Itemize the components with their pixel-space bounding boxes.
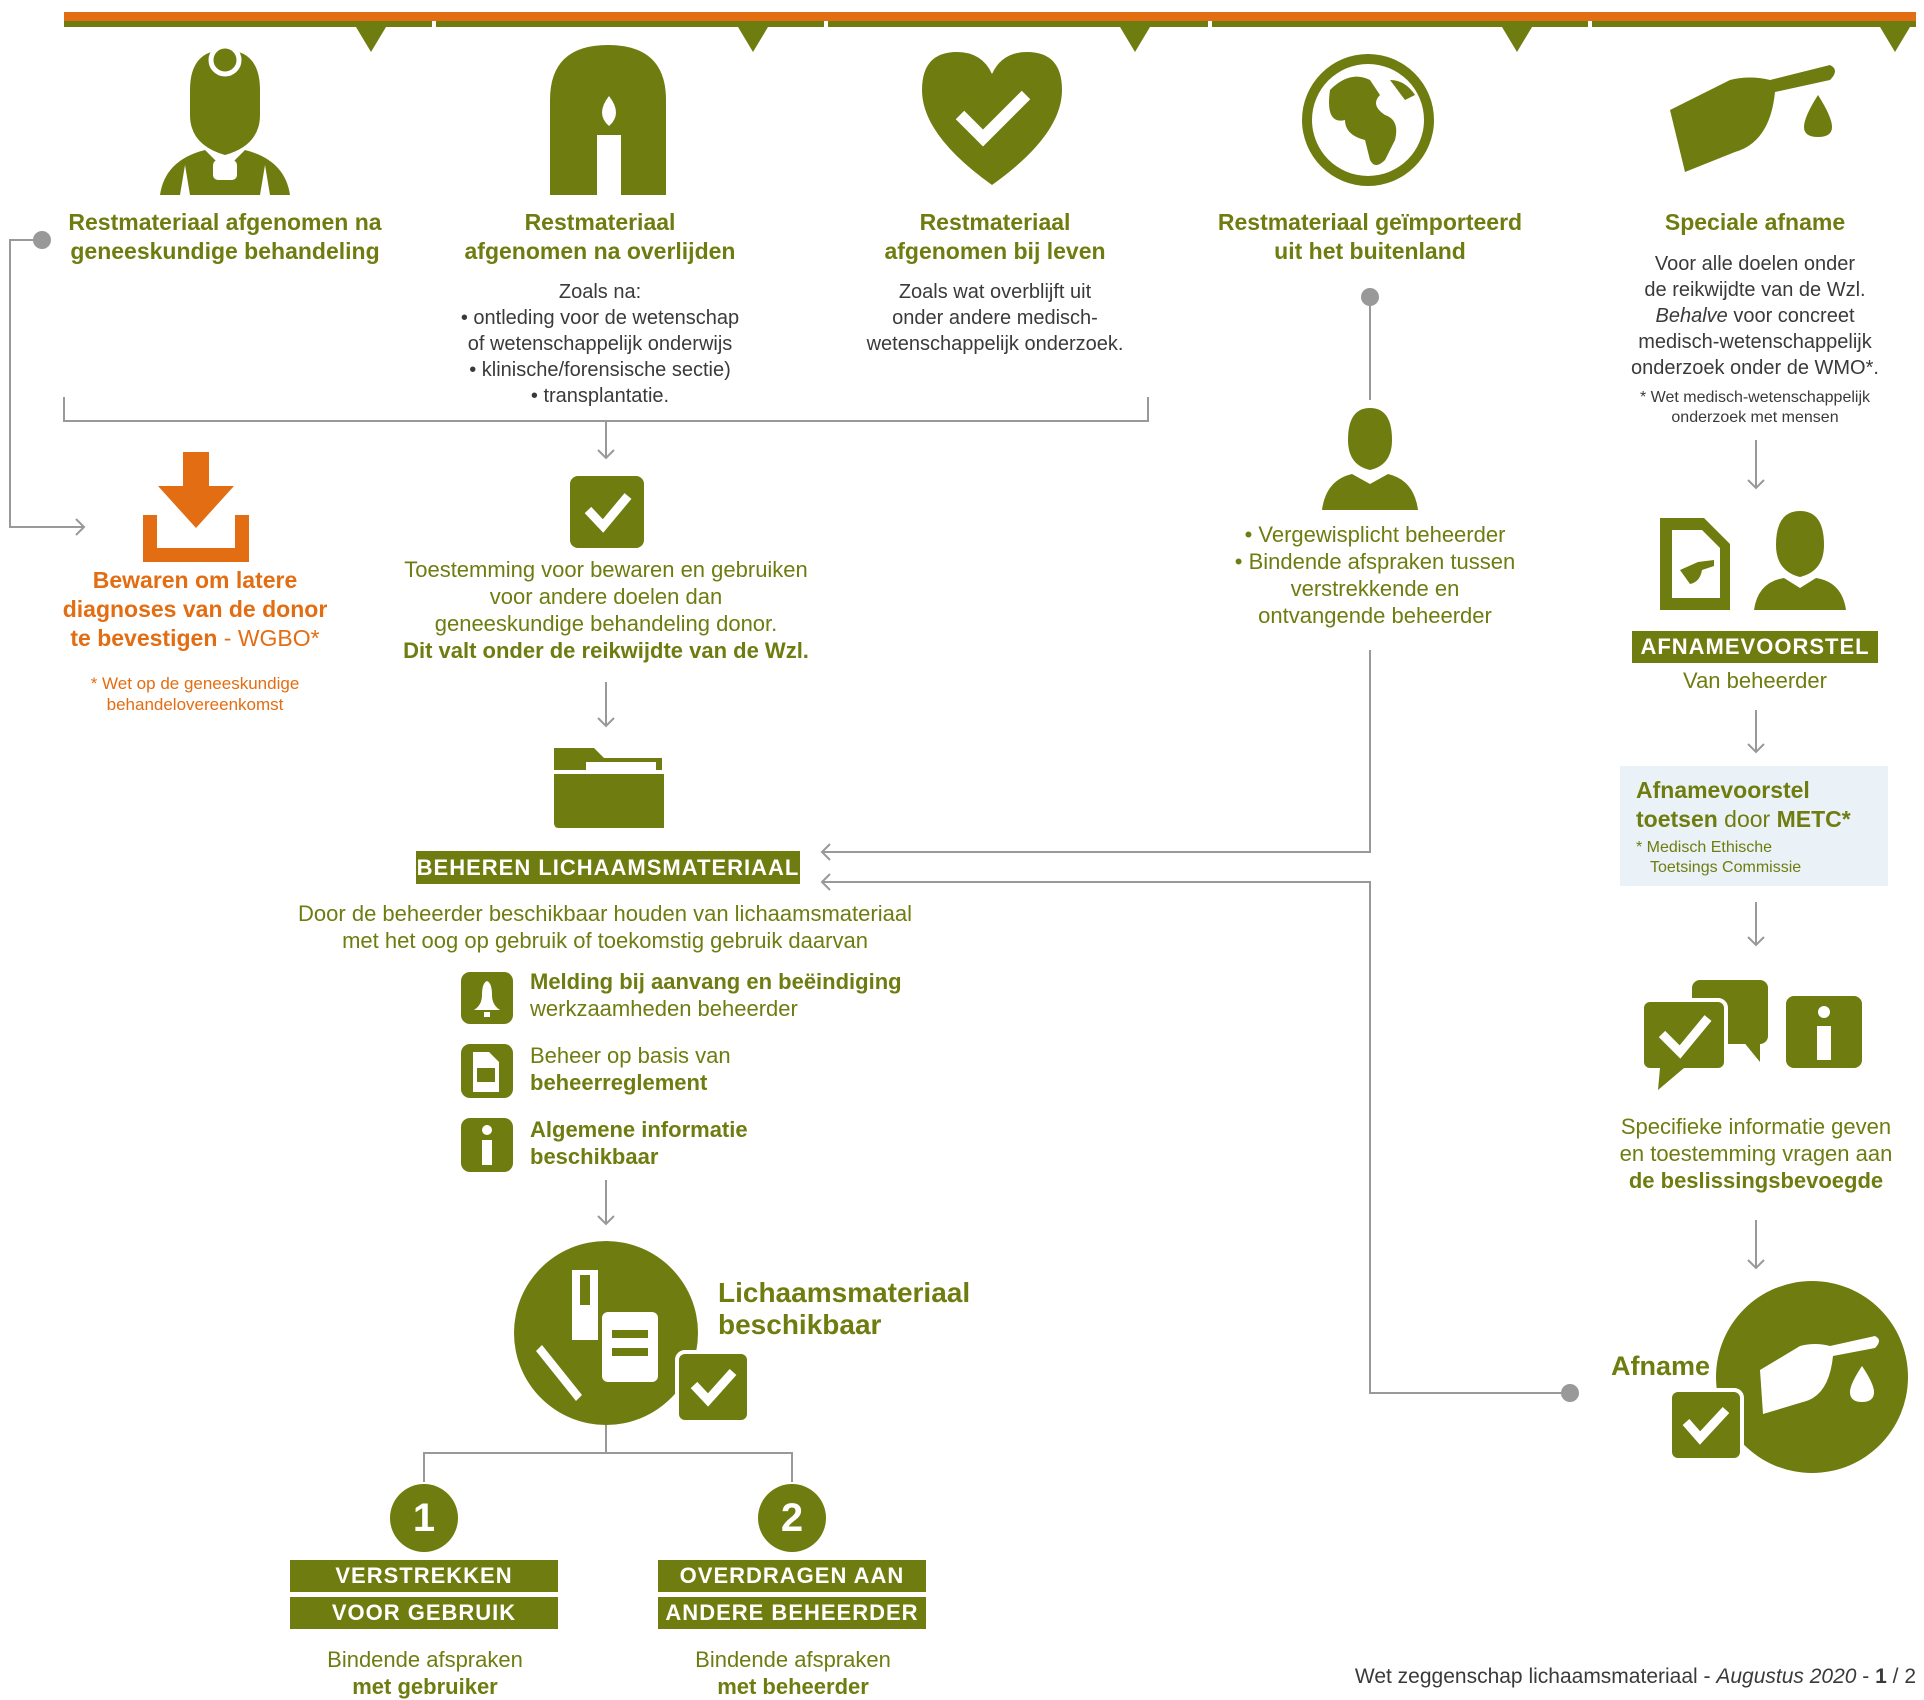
heart-check-icon: [922, 52, 1062, 185]
footer: Wet zeggenschap lichaamsmateriaal - Augu…: [1354, 1665, 1916, 1688]
globe-icon: [1302, 54, 1434, 186]
option-2-label-2: ANDERE BEHEERDER: [658, 1597, 926, 1629]
option-1-label-2: VOOR GEBRUIK: [290, 1597, 558, 1629]
column-5-title: Speciale afname: [1664, 209, 1846, 235]
proposal-label: AFNAMEVOORSTEL: [1632, 631, 1878, 663]
info-square-icon: [1786, 996, 1862, 1068]
import-text: • Vergewisplicht beheerder• Bindende afs…: [1234, 522, 1516, 628]
top-bar: [64, 12, 1916, 52]
proposal-document-icon: [1660, 518, 1730, 610]
info-icon: [461, 1118, 513, 1172]
proposal-person-icon: [1754, 511, 1846, 610]
bell-icon: [461, 972, 513, 1024]
proposal-sub: Van beheerder: [1683, 668, 1827, 693]
checkbox-icon: [570, 476, 644, 548]
chat-check-icon: [1640, 980, 1768, 1090]
person-icon: [1322, 408, 1418, 510]
folder-icon: [554, 748, 664, 828]
option-1-label-1: VERSTREKKEN: [290, 1560, 558, 1592]
afname-icon: [1668, 1281, 1908, 1473]
candle-icon: [550, 45, 666, 195]
option-1-number: 1: [412, 1496, 436, 1540]
metc-text: Afnamevoorstel toetsen door METC*: [1636, 777, 1851, 832]
option-2-circle: [758, 1484, 826, 1552]
option-1-circle: [390, 1484, 458, 1552]
afname-label: Afname: [1610, 1351, 1710, 1381]
manage-label: BEHEREN LICHAAMSMATERIAAL: [416, 851, 800, 884]
manage-desc: Door de beheerder beschikbaar houden van…: [298, 901, 912, 953]
document-icon: [461, 1044, 513, 1098]
finger-drop-icon: [1670, 65, 1835, 172]
restmateriaal-bracket: [9, 231, 1149, 536]
materials-icon: [514, 1241, 751, 1425]
option-2-number: 2: [780, 1496, 804, 1540]
download-icon: [143, 452, 249, 562]
doctor-icon: [160, 43, 290, 195]
option-2-label-1: OVERDRAGEN AAN: [658, 1560, 926, 1592]
metc-box: [1620, 766, 1888, 886]
